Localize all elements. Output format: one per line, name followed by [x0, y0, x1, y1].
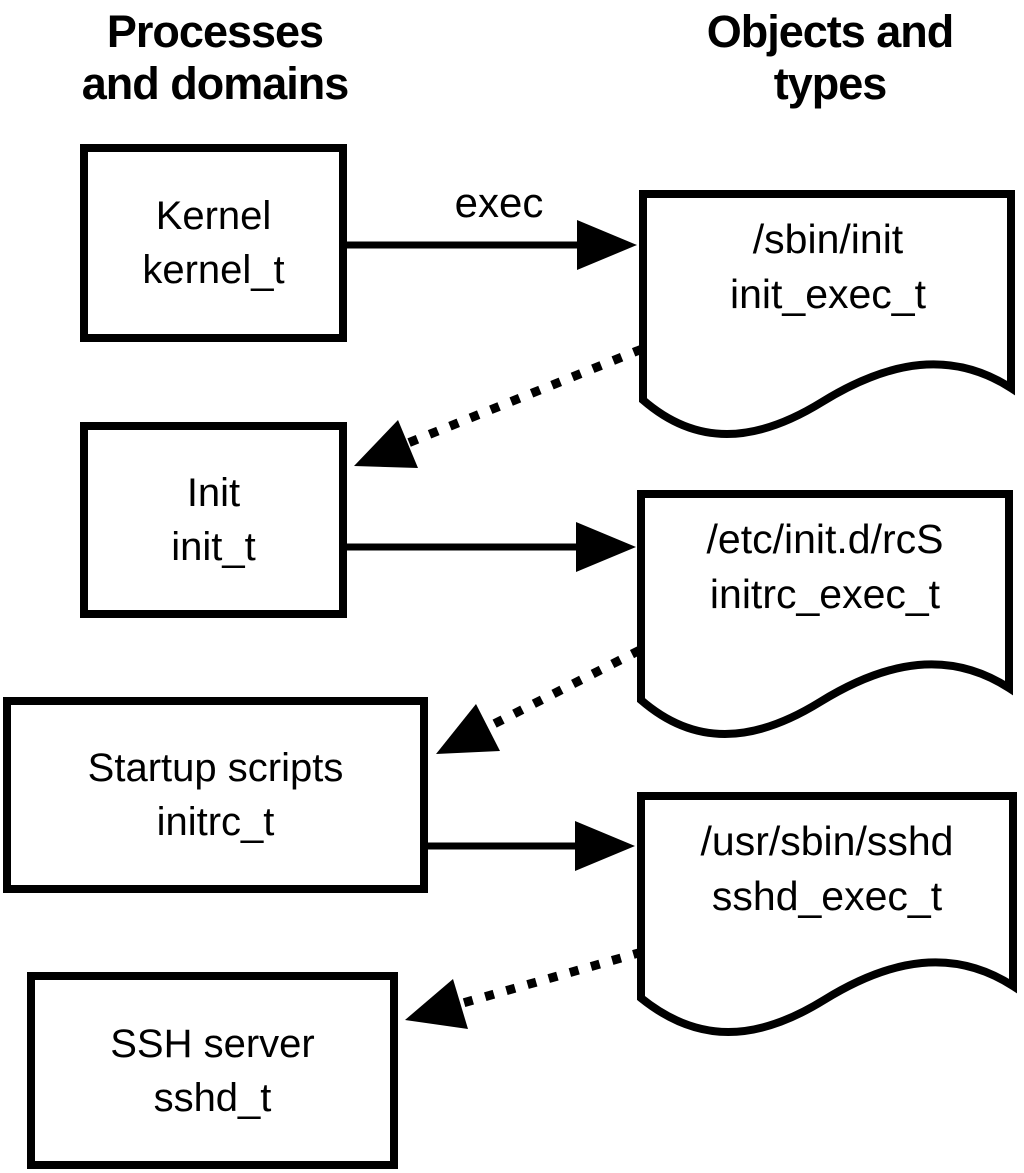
column-header-processes-line1: Processes	[106, 6, 324, 57]
column-header-processes-line2: and domains	[81, 58, 350, 109]
process-name: Kernel	[155, 194, 272, 238]
object-path: /sbin/init	[752, 216, 904, 262]
process-name: SSH server	[110, 1021, 315, 1066]
column-header-objects-line2: types	[773, 58, 888, 109]
process-domain: init_t	[171, 525, 256, 569]
process-name: Startup scripts	[87, 746, 344, 790]
edge-label-exec: exec	[454, 179, 544, 226]
process-name: Init	[186, 471, 241, 515]
object-path: /usr/sbin/sshd	[700, 818, 954, 864]
arrowhead-icon	[577, 220, 637, 270]
process-box-ssh-server: SSH server sshd_t	[27, 972, 398, 1169]
dotted-arrow-sbin-init-to-init	[354, 344, 644, 468]
solid-arrow-init-to-rcs	[347, 522, 636, 572]
object-type: initrc_exec_t	[709, 571, 941, 617]
object-label-usr-sbin-sshd: /usr/sbin/sshd sshd_exec_t	[639, 814, 1015, 924]
column-header-objects-line1: Objects and	[706, 6, 955, 57]
process-domain: sshd_t	[153, 1075, 272, 1120]
document-shape-usr-sbin-sshd	[637, 792, 1017, 1036]
document-shape-sbin-init	[639, 190, 1015, 438]
process-domain: kernel_t	[142, 248, 285, 292]
column-header-objects: Objects and types	[636, 6, 1024, 110]
object-label-etc-initd-rcs: /etc/init.d/rcS initrc_exec_t	[639, 512, 1011, 622]
document-shape-etc-initd-rcs	[637, 490, 1013, 738]
process-box-startup-scripts: Startup scripts initrc_t	[3, 697, 428, 893]
arrowhead-icon	[405, 979, 468, 1029]
solid-arrow-startup-to-sshd	[428, 821, 635, 871]
object-path: /etc/init.d/rcS	[706, 516, 944, 562]
arrowhead-icon	[354, 420, 418, 468]
object-type: sshd_exec_t	[711, 873, 943, 919]
process-box-kernel: Kernel kernel_t	[80, 144, 347, 342]
arrowhead-icon	[436, 704, 500, 754]
arrowhead-icon	[575, 821, 635, 871]
solid-arrow-kernel-to-sbin-init	[347, 220, 637, 270]
process-box-init: Init init_t	[80, 422, 347, 618]
dotted-arrow-rcs-to-startup	[436, 645, 643, 754]
object-type: init_exec_t	[729, 271, 926, 317]
arrowhead-icon	[576, 522, 636, 572]
column-header-processes: Processes and domains	[20, 6, 410, 110]
object-label-sbin-init: /sbin/init init_exec_t	[641, 212, 1015, 322]
dotted-arrow-sshd-to-sshserver	[405, 947, 644, 1029]
process-domain: initrc_t	[156, 800, 275, 844]
